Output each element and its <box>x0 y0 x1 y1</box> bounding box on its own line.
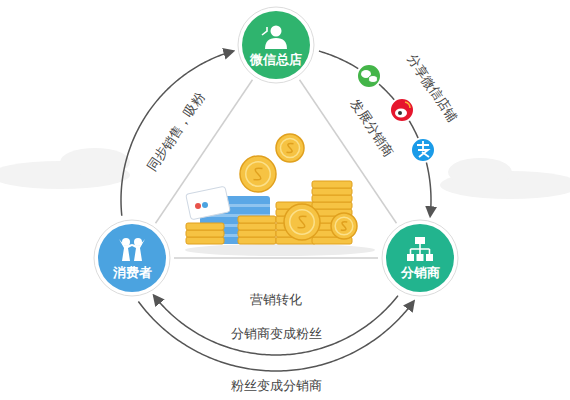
shadow <box>185 244 375 256</box>
node-icon <box>117 236 147 263</box>
edge-label: 营销转化 <box>248 292 304 308</box>
circle-node: 微信总店 <box>237 6 315 84</box>
node-label: 分销商 <box>401 265 440 281</box>
node-label: 微信总店 <box>250 52 302 68</box>
triangle-side <box>174 257 378 259</box>
flow-arrow <box>138 301 413 371</box>
coin-stacks <box>186 134 357 244</box>
cloud <box>448 158 512 186</box>
edge-label: 分销商变成粉丝 <box>229 326 324 342</box>
edge-label: 粉丝变成分销商 <box>229 378 324 394</box>
node-icon <box>405 236 435 263</box>
circle-shape <box>93 219 171 297</box>
circle-node: 消费者 <box>93 219 171 297</box>
cloud <box>60 148 130 176</box>
edge-label: 发展分销商 <box>346 95 398 161</box>
circle-node: 分销商 <box>381 219 459 297</box>
edge-label: 同步销售，吸粉 <box>143 88 209 175</box>
node-label: 消费者 <box>113 265 152 281</box>
node-icon <box>261 23 291 50</box>
